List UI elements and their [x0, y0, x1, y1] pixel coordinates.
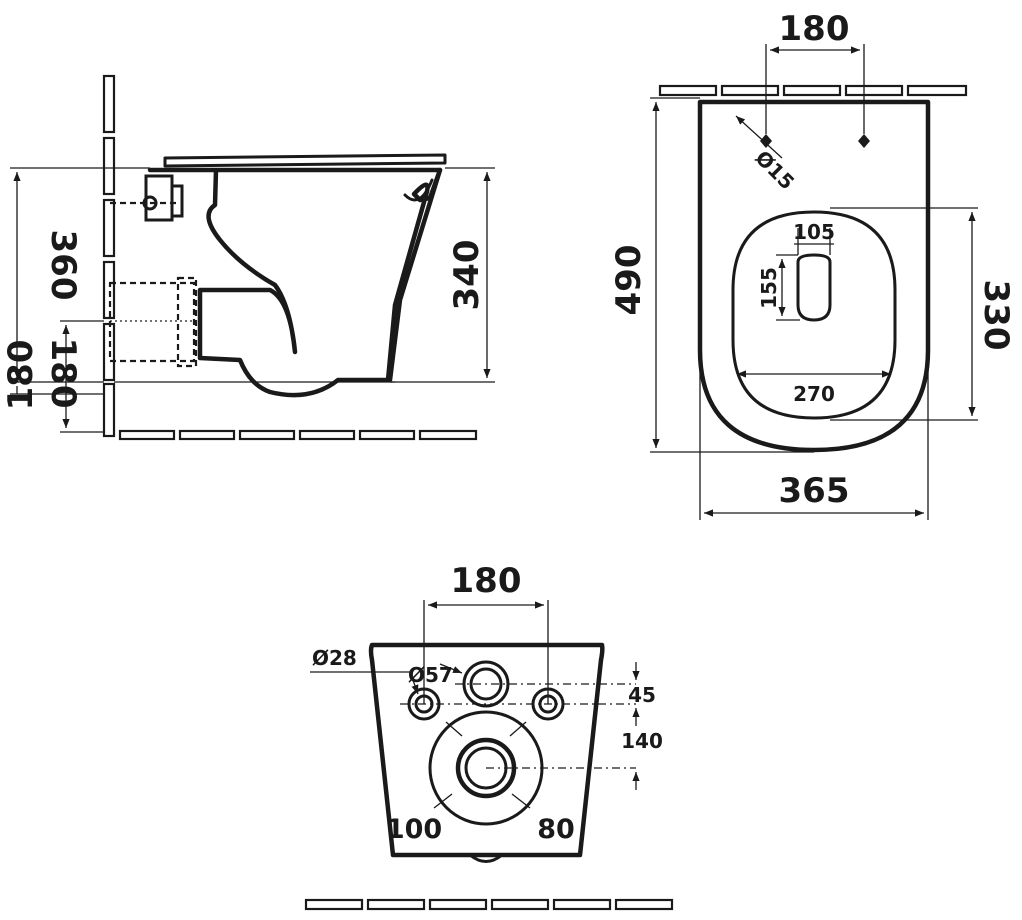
dim-height-inlet: 180 — [1, 340, 41, 411]
dim-width: 365 — [779, 471, 850, 511]
bolt-holes — [760, 134, 870, 148]
dim-height-lower: 180 — [43, 338, 83, 409]
dim-height-total: 360 — [43, 230, 83, 301]
wall-tiles-horizontal — [658, 84, 968, 97]
dim-bolt-hole-diameter: Ø28 — [312, 646, 357, 670]
dim-bolt-spacing-back: 180 — [451, 561, 522, 601]
back-body-outline — [368, 642, 605, 858]
back-view: 180 Ø28 Ø57 45 140 100 80 — [304, 561, 674, 911]
dim-opening-length: 330 — [976, 280, 1016, 351]
seat-outline — [697, 99, 931, 453]
inlet-pipe — [108, 276, 198, 368]
dim-inlet-diameter: Ø57 — [408, 663, 453, 687]
dim-outlet-outer-diameter: 100 — [386, 814, 442, 845]
dim-bolt-diameter: Ø15 — [751, 146, 800, 195]
dim-offset-lower: 140 — [621, 729, 663, 753]
mounting-bracket — [110, 174, 184, 222]
floor-tiles-side — [118, 429, 478, 441]
dim-depth-height: 340 — [447, 240, 487, 311]
dim-opening-width: 270 — [793, 382, 835, 406]
top-view: 180 Ø15 490 365 330 270 105 155 — [609, 9, 1016, 520]
dim-outlet-width: 105 — [793, 220, 835, 244]
dim-bolt-spacing-top: 180 — [779, 9, 850, 49]
floor-tiles-back — [304, 898, 674, 911]
bowl-outline — [147, 167, 443, 398]
seat-opening — [731, 210, 897, 420]
dim-offset-upper: 45 — [628, 683, 656, 707]
outlet-shape — [796, 253, 832, 322]
wall-tiles-vertical — [102, 74, 116, 438]
seat-lid — [163, 153, 447, 168]
dim-length: 490 — [609, 245, 649, 316]
side-view: 360 180 180 340 — [1, 74, 495, 441]
dim-outlet-inner-diameter: 80 — [537, 814, 575, 845]
dim-outlet-length: 155 — [757, 267, 781, 309]
